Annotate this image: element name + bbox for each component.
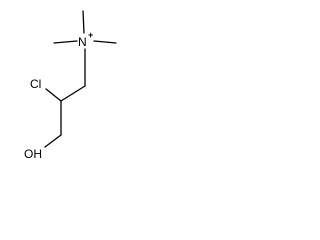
bond-ch2-o	[44, 134, 62, 148]
chemical-structure: N + Cl OH	[24, 10, 117, 161]
positive-charge-label: +	[88, 30, 93, 40]
chlorine-label: Cl	[30, 77, 41, 91]
bond-ch2-chcl	[60, 85, 86, 102]
nitrogen-label: N	[78, 35, 87, 49]
bond-n-methyl-left	[53, 40, 78, 44]
bond-n-methyl-right	[93, 40, 117, 44]
hydroxyl-label: OH	[24, 147, 42, 161]
bond-chcl-cl	[45, 88, 62, 102]
bond-n-methyl-top	[82, 10, 85, 34]
